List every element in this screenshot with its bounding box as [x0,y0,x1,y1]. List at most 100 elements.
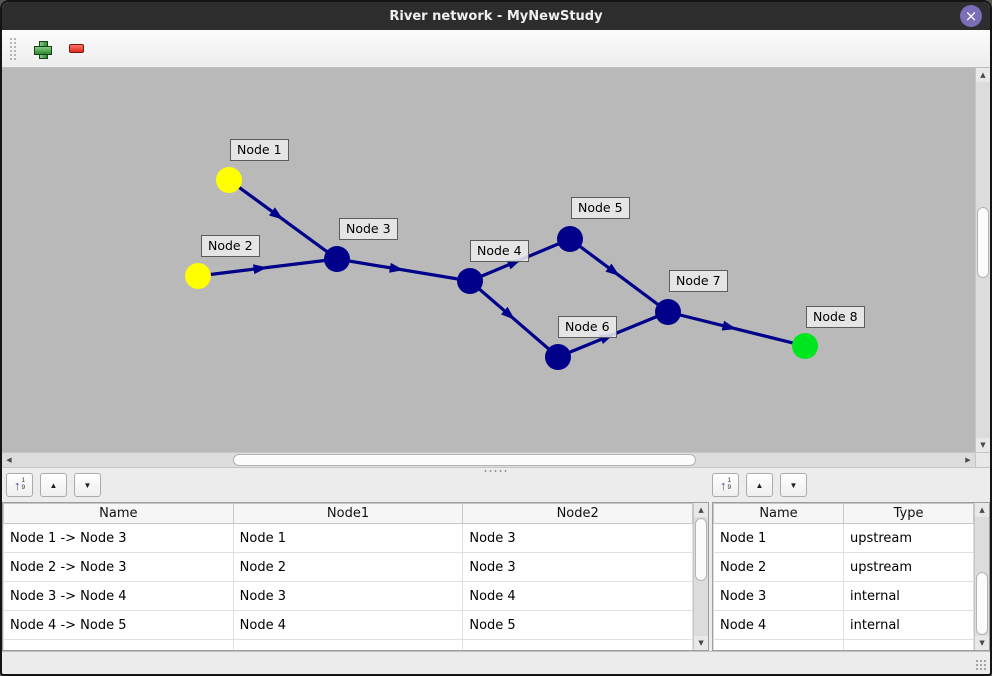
sort-button[interactable]: ↑ 1 9 [6,473,33,497]
graph-node-node-1[interactable] [216,167,242,193]
add-button[interactable] [31,38,53,60]
splitter-handle[interactable] [483,469,509,474]
scroll-down-arrow-icon[interactable]: ▼ [698,639,704,647]
scroll-up-arrow-icon[interactable]: ▲ [980,71,986,79]
scroll-track[interactable] [694,517,708,636]
table-cell[interactable]: Node 5 [462,610,694,640]
table-cell[interactable]: Node 3 -> Node 4 [3,581,234,611]
table-cell[interactable] [713,639,845,650]
main-toolbar [2,30,990,68]
column-header-name[interactable]: Name [3,503,234,524]
graph-node-node-6[interactable] [545,344,571,370]
scroll-thumb[interactable] [976,571,988,635]
table-cell[interactable]: internal [843,610,975,640]
move-down-button[interactable]: ▼ [780,473,807,497]
table-cell[interactable] [3,639,234,650]
scroll-track[interactable] [975,517,989,636]
node-label-layer: Node 1 Node 2 Node 3 Node 4 Node 5 Node 6 Node… [2,68,975,452]
scroll-thumb[interactable] [233,454,697,466]
graph-node-node-2[interactable] [185,263,211,289]
scroll-thumb[interactable] [695,518,707,582]
move-up-button[interactable]: ▲ [40,473,67,497]
node-label-node-3[interactable]: Node 3 [339,218,398,241]
table-cell[interactable]: Node 1 [232,523,464,553]
sort-button[interactable]: ↑ 1 9 [712,473,739,497]
table-cell[interactable]: Node 4 -> Node 5 [3,610,234,640]
graph-vertical-scrollbar[interactable]: ▲ ▼ [975,68,990,452]
graph-node-node-4[interactable] [457,268,483,294]
node-label-node-5[interactable]: Node 5 [571,197,630,220]
close-button[interactable]: × [960,5,982,27]
table-cell[interactable]: Node 4 [462,581,694,611]
graph-horizontal-scrollbar[interactable]: ◀ ▶ [2,452,990,468]
node-label-node-1[interactable]: Node 1 [230,139,289,162]
node-label-node-2[interactable]: Node 2 [201,235,260,258]
column-header-name[interactable]: Name [713,503,845,524]
move-up-button[interactable]: ▲ [746,473,773,497]
scroll-up-arrow-icon[interactable]: ▲ [979,506,985,514]
table-cell[interactable] [843,639,975,650]
graph-node-node-7[interactable] [655,299,681,325]
table-cell[interactable]: Node 3 [713,581,845,611]
scroll-left-arrow-icon[interactable]: ◀ [6,456,12,464]
table-cell[interactable] [232,639,464,650]
scroll-thumb[interactable] [977,206,989,278]
table-row[interactable] [713,639,975,650]
table-cell[interactable]: internal [843,581,975,611]
table-cell[interactable] [462,639,694,650]
table-cell[interactable]: Node 1 [713,523,845,553]
scroll-track[interactable] [16,453,961,467]
up-triangle-icon: ▲ [49,480,58,490]
table-row[interactable] [3,639,694,650]
graph-node-node-5[interactable] [557,226,583,252]
table-cell[interactable]: Node 3 [462,552,694,582]
toolbar-drag-handle[interactable] [9,36,17,61]
scroll-up-arrow-icon[interactable]: ▲ [698,506,704,514]
table-cell[interactable]: Node 2 -> Node 3 [3,552,234,582]
column-header-type[interactable]: Type [843,503,975,524]
scroll-down-arrow-icon[interactable]: ▼ [979,639,985,647]
table-cell[interactable]: Node 3 [232,581,464,611]
table-cell[interactable]: Node 2 [232,552,464,582]
titlebar[interactable]: River network - MyNewStudy × [2,2,990,30]
table-cell[interactable]: upstream [843,523,975,553]
flow-direction-arrow-icon [252,264,268,275]
table-cell[interactable]: Node 2 [713,552,845,582]
branches-table-scrollbar[interactable]: ▲ ▼ [693,503,708,650]
node-label-node-7[interactable]: Node 7 [669,270,728,293]
scroll-right-arrow-icon[interactable]: ▶ [965,456,971,464]
node-label-node-8[interactable]: Node 8 [806,306,865,329]
move-down-button[interactable]: ▼ [74,473,101,497]
graph-node-node-8[interactable] [792,333,818,359]
column-header-node1[interactable]: Node1 [232,503,464,524]
table-cell[interactable]: Node 3 [462,523,694,553]
table-cell[interactable]: Node 4 [713,610,845,640]
scroll-down-arrow-icon[interactable]: ▼ [980,441,986,449]
node-label-node-6[interactable]: Node 6 [558,316,617,339]
remove-button[interactable] [65,38,87,60]
table-cell[interactable]: Node 4 [232,610,464,640]
scroll-track[interactable] [976,82,990,438]
node-label-node-4[interactable]: Node 4 [470,240,529,263]
sort-ascending-icon: ↑ 1 9 [719,477,732,493]
column-header-node2[interactable]: Node2 [462,503,694,524]
graph-node-node-3[interactable] [324,246,350,272]
edge-node-2-to-node-3[interactable] [197,257,338,278]
window-resize-grip[interactable] [975,659,987,671]
nodes-table-scrollbar[interactable]: ▲ ▼ [974,503,989,650]
table-toolbars-row: ↑ 1 9 ▲ ▼ ↑ 1 9 [2,468,990,502]
river-network-canvas[interactable]: Node 1 Node 2 Node 3 Node 4 Node 5 Node 6 Node… [2,68,975,452]
edge-node-7-to-node-8[interactable] [667,310,806,348]
table-cell[interactable]: Node 1 -> Node 3 [3,523,234,553]
table-cell[interactable]: upstream [843,552,975,582]
